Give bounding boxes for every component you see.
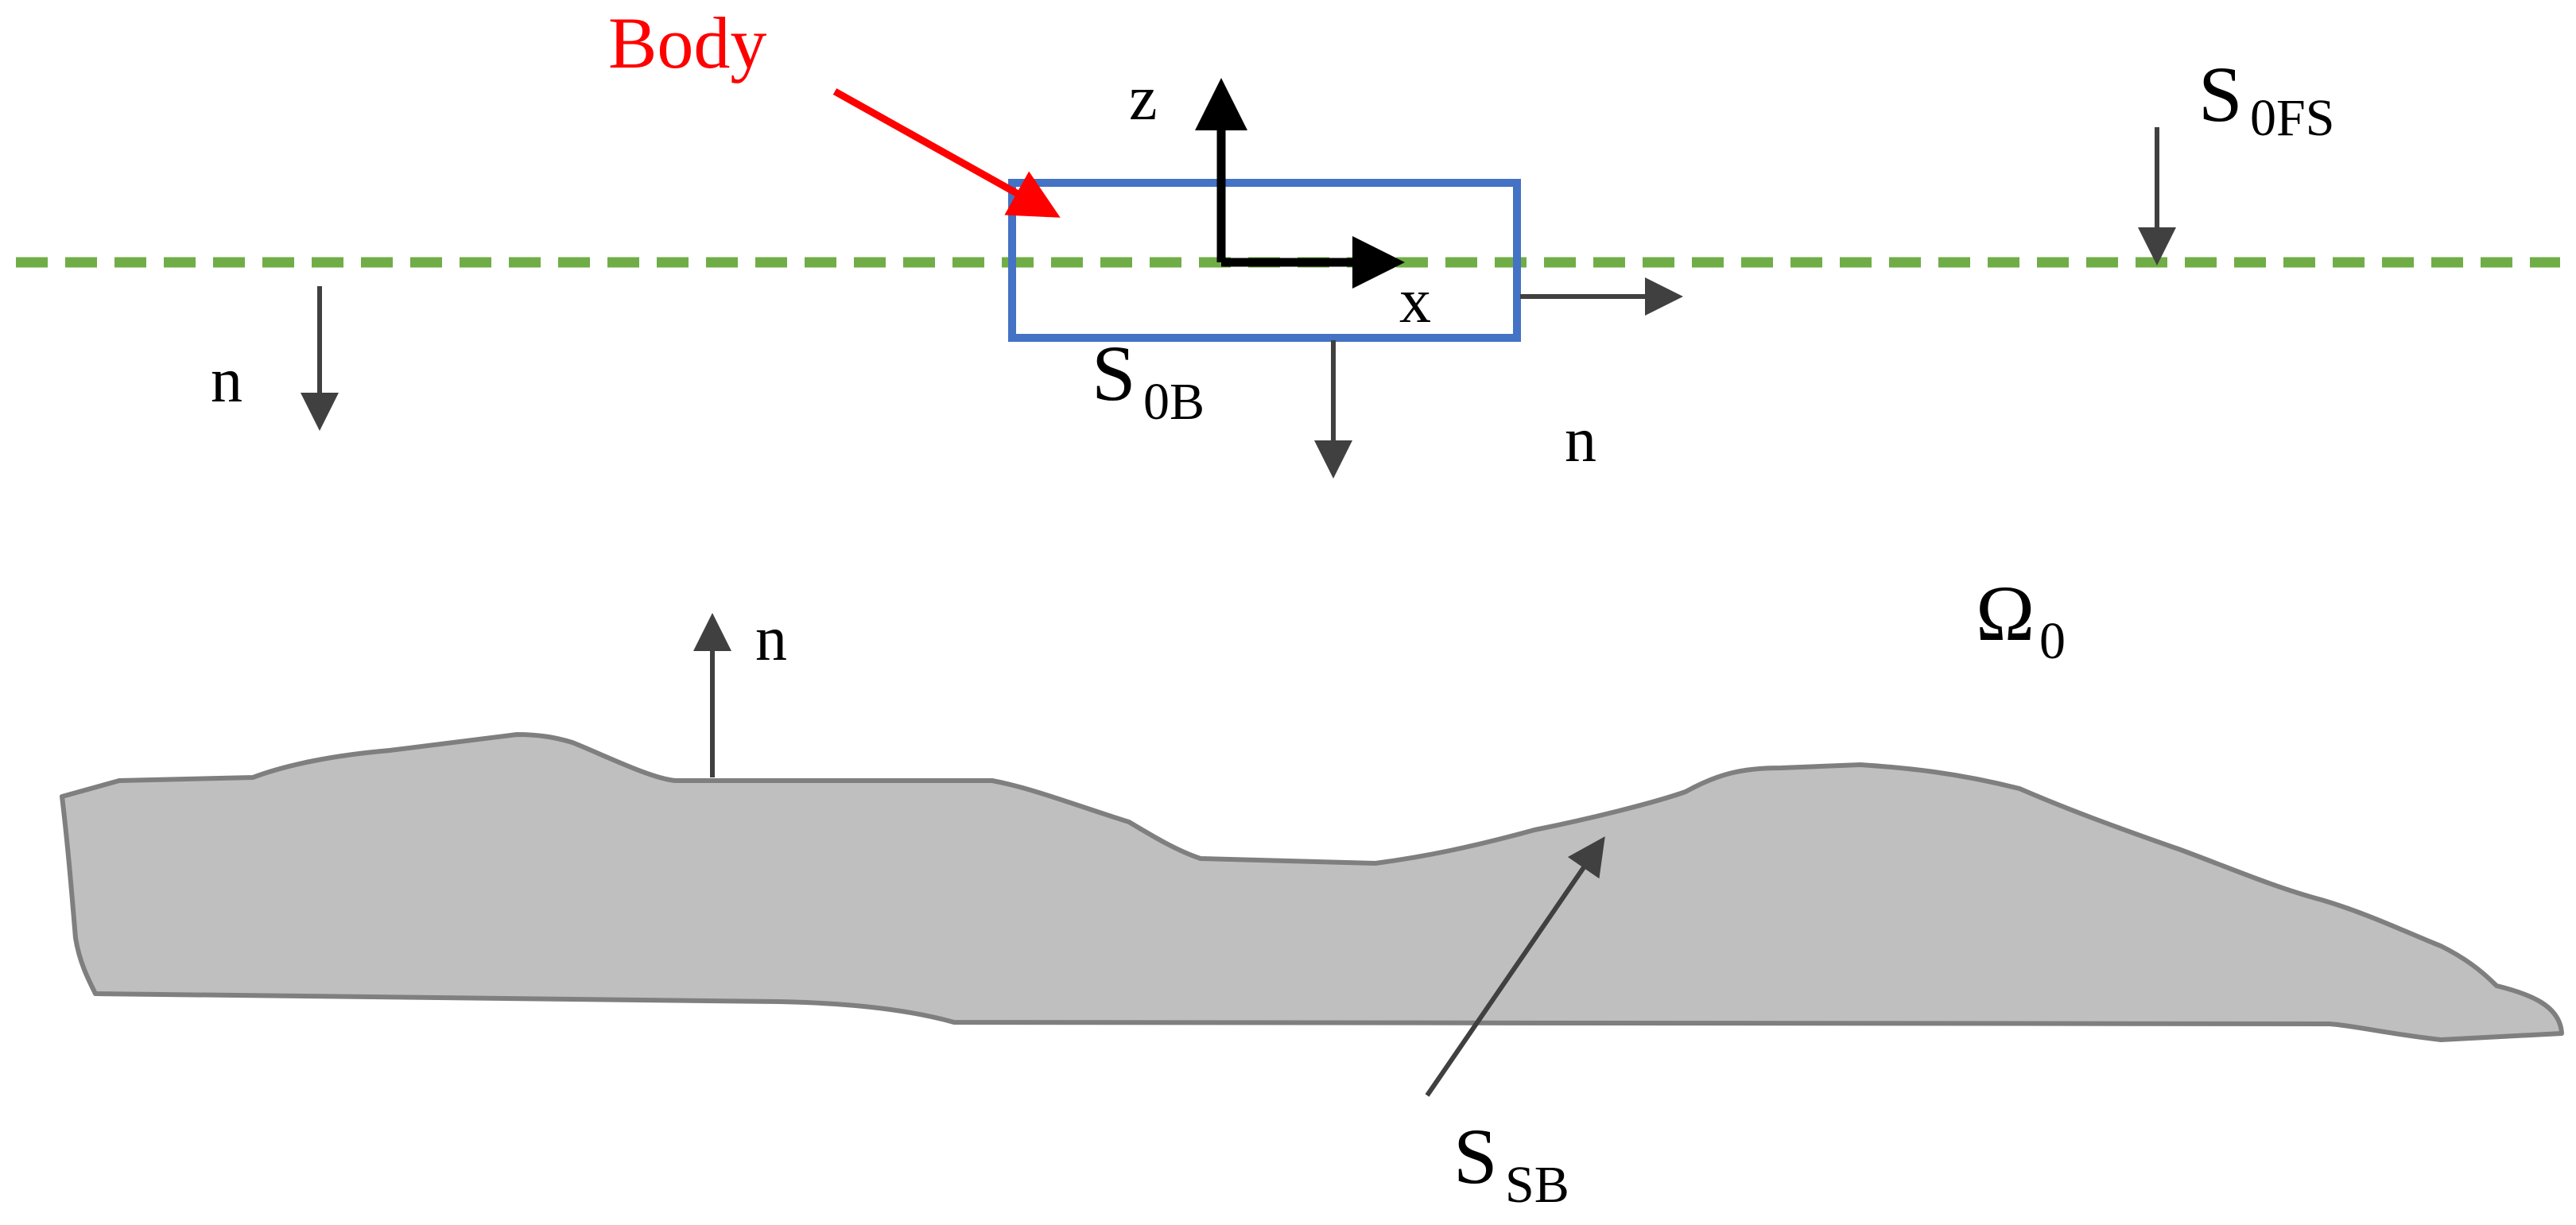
domain-label-main: Ω <box>1976 569 2035 657</box>
body-surface-label: S 0B <box>1092 329 1205 431</box>
z-axis-label: z <box>1129 64 1158 134</box>
body-rectangle <box>1008 179 1521 342</box>
domain-label: Ω 0 <box>1976 569 2066 670</box>
body-pointer-arrow <box>832 88 1061 218</box>
body-surface-label-sub: 0B <box>1143 373 1205 431</box>
body-surface-label-main: S <box>1092 329 1136 417</box>
free-surface-label-sub: 0FS <box>2250 89 2334 147</box>
seabed-pointer-arrow <box>1425 836 1605 1097</box>
free-surface-label: S 0FS <box>2198 50 2334 147</box>
domain-label-sub: 0 <box>2039 612 2066 670</box>
seabed-surface-label: S SB <box>1453 1112 1569 1214</box>
seabed-surface-label-sub: SB <box>1505 1156 1569 1214</box>
seabed-surface-label-main: S <box>1453 1112 1498 1200</box>
normal-label-seabed: n <box>755 604 787 674</box>
body-label: Body <box>608 2 766 83</box>
free-surface-label-main: S <box>2198 50 2243 138</box>
normal-label-body: n <box>1565 405 1596 475</box>
seabed-shape <box>60 732 2564 1042</box>
x-axis-label: x <box>1399 266 1431 336</box>
normal-label-left: n <box>211 346 242 416</box>
